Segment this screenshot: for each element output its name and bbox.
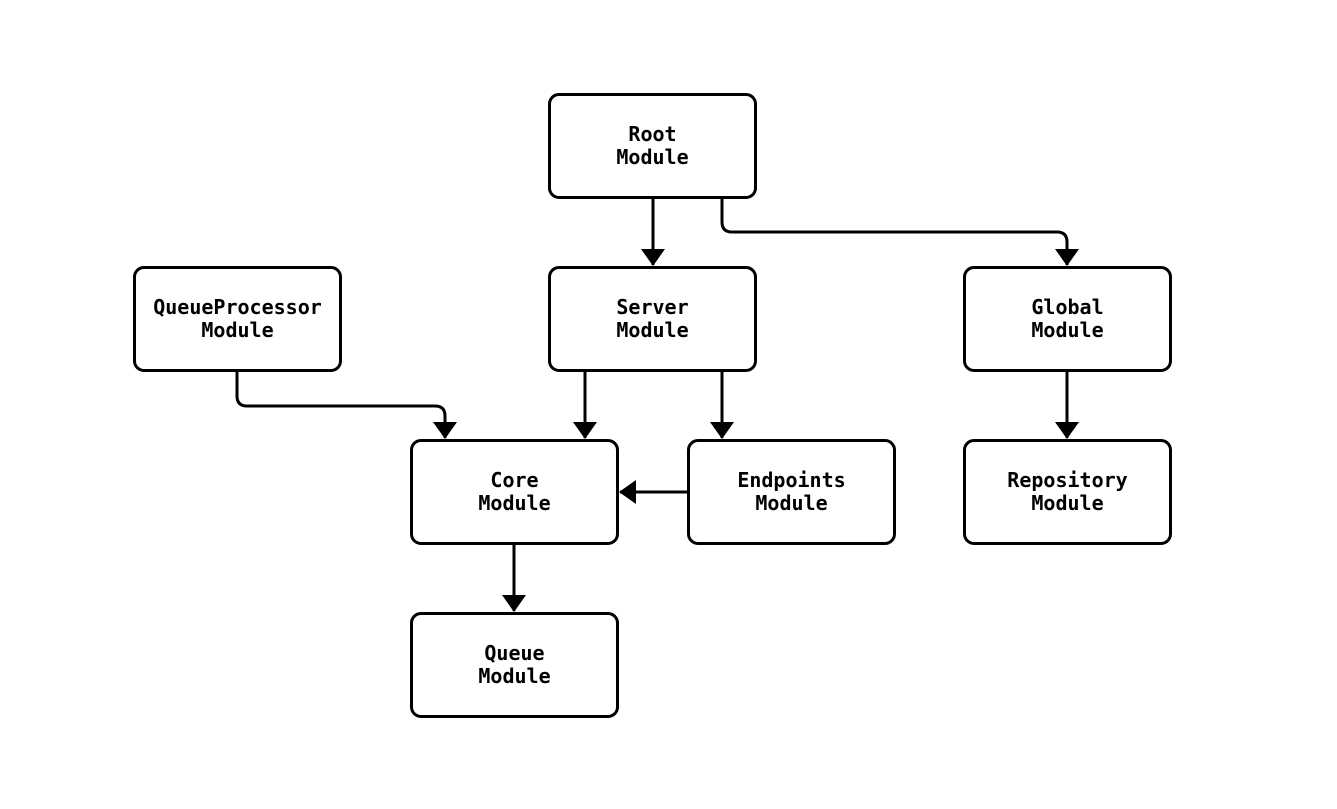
node-root: Root Module	[548, 93, 757, 199]
node-label-root: Root Module	[616, 122, 689, 169]
node-label-queueprocessor: QueueProcessor Module	[153, 295, 322, 342]
node-queue: Queue Module	[410, 612, 619, 718]
edge-queueprocessor-to-core	[235, 372, 457, 439]
node-label-queue: Queue Module	[478, 641, 551, 688]
node-repository: Repository Module	[963, 439, 1172, 545]
node-label-repository: Repository Module	[1007, 468, 1128, 515]
node-endpoints: Endpoints Module	[687, 439, 896, 545]
node-label-endpoints: Endpoints Module	[737, 468, 846, 515]
node-global: Global Module	[963, 266, 1172, 372]
node-label-global: Global Module	[1031, 295, 1104, 342]
node-server: Server Module	[548, 266, 757, 372]
node-label-core: Core Module	[478, 468, 551, 515]
node-core: Core Module	[410, 439, 619, 545]
node-queueprocessor: QueueProcessor Module	[133, 266, 342, 372]
node-label-server: Server Module	[616, 295, 689, 342]
edge-root-to-global	[720, 197, 1079, 266]
